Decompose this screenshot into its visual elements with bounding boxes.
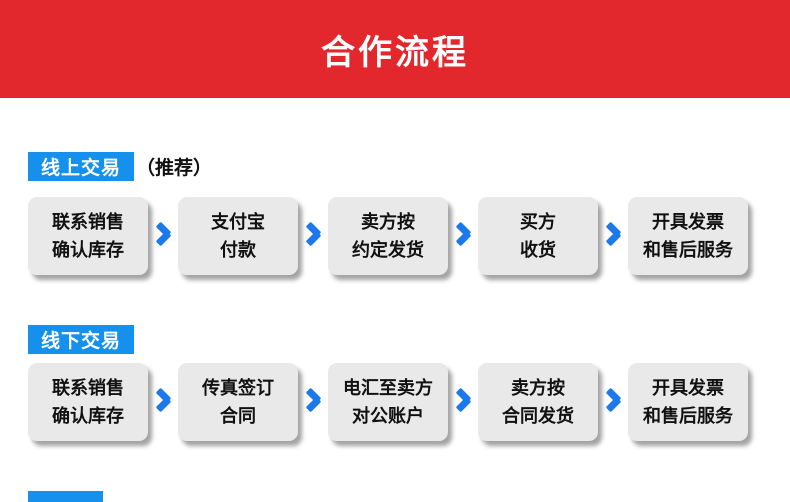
step-box: 开具发票 和售后服务 [628,197,748,275]
step-line: 约定发货 [352,240,424,260]
step-line: 确认库存 [52,240,124,260]
step-line: 传真签订 [202,378,274,398]
recommended-note: （推荐） [136,158,213,179]
step-line: 支付宝 [211,212,265,232]
chevron-right-icon [148,363,178,441]
chevron-right-icon [448,197,478,275]
step-box: 卖方按 合同发货 [478,363,598,441]
step-line: 付款 [220,240,256,260]
step-line: 合同 [220,406,256,426]
step-box: 支付宝 付款 [178,197,298,275]
chevron-right-icon [448,363,478,441]
chevron-right-icon [298,197,328,275]
step-box: 开具发票 和售后服务 [628,363,748,441]
step-line: 收货 [520,240,556,260]
step-line: 开具发票 [652,212,724,232]
chevron-right-icon [298,363,328,441]
step-line: 和售后服务 [643,406,733,426]
offline-transaction-section: 线下交易 联系销售 确认库存 传真签订 合同 电汇至卖方 对公账户 卖方按 合同… [0,325,790,441]
step-line: 卖方按 [511,378,565,398]
step-line: 对公账户 [352,406,424,426]
chevron-right-icon [598,197,628,275]
chevron-right-icon [148,197,178,275]
step-line: 和售后服务 [643,240,733,260]
step-box: 联系销售 确认库存 [28,197,148,275]
step-box: 买方 收货 [478,197,598,275]
offline-section-label-row: 线下交易 [28,325,790,354]
step-line: 电汇至卖方 [343,378,433,398]
step-line: 联系销售 [52,378,124,398]
step-line: 开具发票 [652,378,724,398]
offline-transaction-badge: 线下交易 [28,325,135,354]
offline-steps-row: 联系销售 确认库存 传真签订 合同 电汇至卖方 对公账户 卖方按 合同发货 开具… [28,363,790,441]
online-steps-row: 联系销售 确认库存 支付宝 付款 卖方按 约定发货 买方 收货 开具发票 和售后… [28,197,790,275]
online-section-label-row: 线上交易 （推荐） [28,152,790,181]
cropped-next-section-badge [28,491,103,502]
chevron-right-icon [598,363,628,441]
online-transaction-badge: 线上交易 [28,152,135,181]
step-box: 联系销售 确认库存 [28,363,148,441]
step-line: 买方 [520,212,556,232]
page-title: 合作流程 [321,33,469,72]
step-line: 联系销售 [52,212,124,232]
step-line: 卖方按 [361,212,415,232]
step-box: 电汇至卖方 对公账户 [328,363,448,441]
step-box: 传真签订 合同 [178,363,298,441]
online-transaction-section: 线上交易 （推荐） 联系销售 确认库存 支付宝 付款 卖方按 约定发货 买方 收… [0,152,790,275]
step-line: 确认库存 [52,406,124,426]
step-box: 卖方按 约定发货 [328,197,448,275]
step-line: 合同发货 [502,406,574,426]
header-banner: 合作流程 [0,0,790,98]
